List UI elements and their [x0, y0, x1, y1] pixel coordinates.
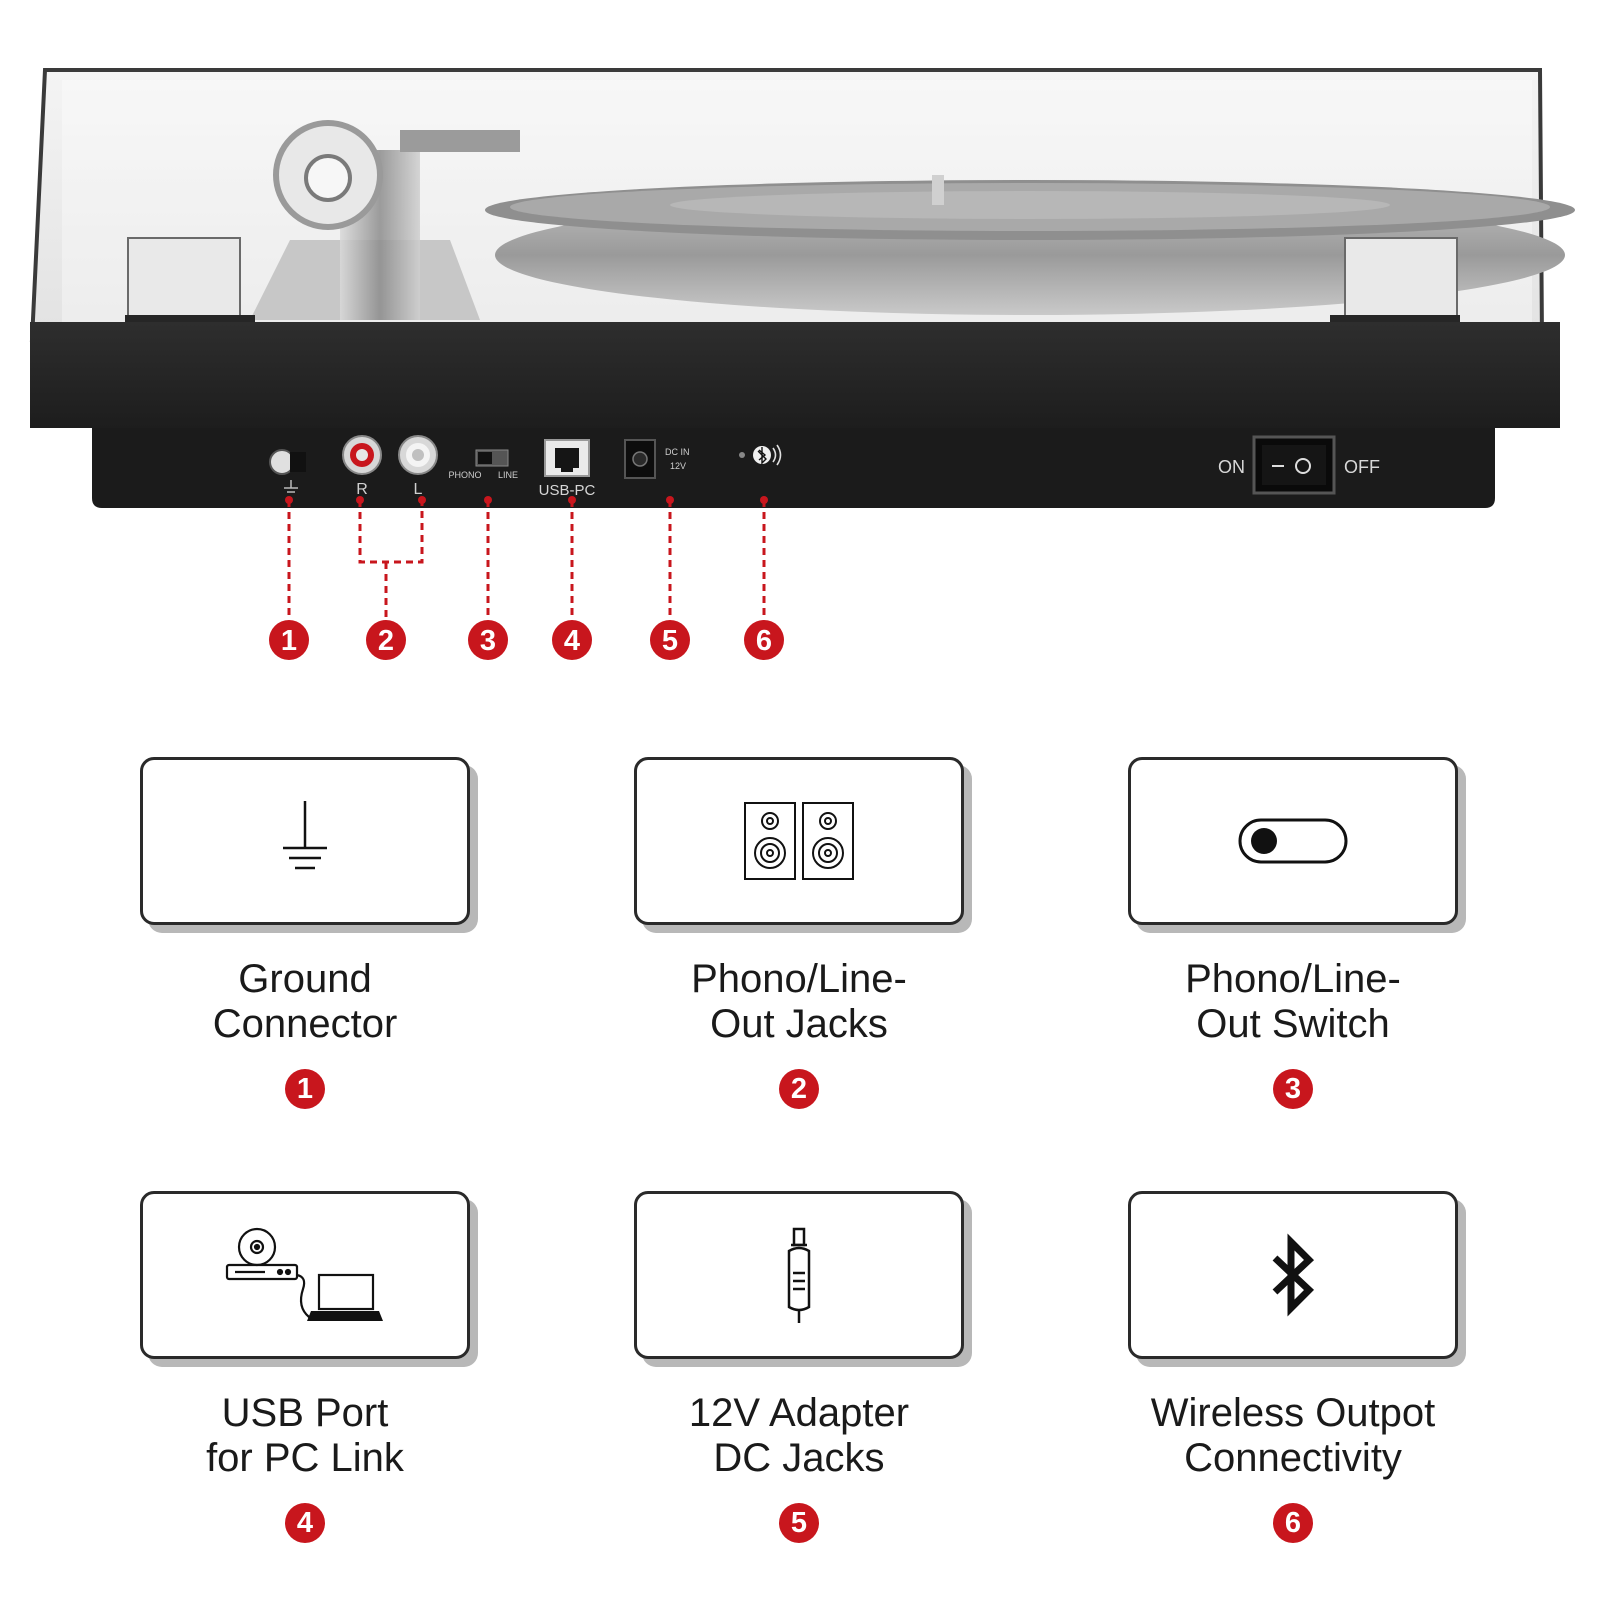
feature-title-line2: for PC Link	[206, 1436, 404, 1480]
feature-number-badge: 6	[1273, 1503, 1313, 1543]
feature-card	[634, 757, 964, 925]
speakers-icon	[744, 802, 854, 880]
feature-caption: Phono/Line- Out Jacks	[634, 957, 964, 1047]
ground-terminal	[269, 449, 306, 493]
callout-badge-5	[650, 620, 690, 660]
feature-caption: Wireless Outpot Connectivity	[1128, 1391, 1458, 1481]
power-switch: ON OFF	[1218, 435, 1380, 495]
feature-number-badge: 2	[779, 1069, 819, 1109]
feature-number-badge: 3	[1273, 1069, 1313, 1109]
feature-title-line2: Out Jacks	[710, 1002, 888, 1046]
rca-jacks: R L	[342, 435, 438, 498]
feature-title-line2: Out Switch	[1196, 1002, 1390, 1046]
bluetooth-led	[739, 444, 782, 466]
dc-label-2: 12V	[670, 461, 686, 471]
feature-caption: Phono/Line- Out Switch	[1128, 957, 1458, 1047]
feature-wireless: Wireless Outpot Connectivity 6	[1128, 1191, 1468, 1543]
feature-usb-port: USB Port for PC Link 4	[140, 1191, 480, 1543]
feature-caption: 12V Adapter DC Jacks	[634, 1391, 964, 1481]
feature-dc-jack: 12V Adapter DC Jacks 5	[634, 1191, 974, 1543]
feature-card	[634, 1191, 964, 1359]
feature-number-badge: 4	[285, 1503, 325, 1543]
feature-title-line1: USB Port	[221, 1391, 389, 1435]
feature-title-line2: Connector	[212, 1002, 398, 1046]
toggle-switch-icon	[1238, 818, 1348, 864]
feature-title-line1: Wireless Outpot	[1150, 1391, 1436, 1435]
dc-jack: DC IN 12V	[624, 439, 690, 479]
dc-plug-icon	[787, 1227, 811, 1323]
callout-leaders	[287, 500, 766, 620]
feature-line-out-switch: Phono/Line- Out Switch 3	[1128, 757, 1468, 1109]
callout-badge-6	[744, 620, 784, 660]
callout-number-2: 2	[378, 625, 394, 657]
callout-badge-2	[366, 620, 406, 660]
feature-card	[140, 1191, 470, 1359]
bluetooth-icon	[1272, 1233, 1315, 1317]
usb-label: USB-PC	[539, 482, 596, 499]
feature-title-line1: 12V Adapter	[688, 1391, 910, 1435]
callout-number-4: 4	[564, 625, 580, 657]
feature-line-out-jacks: Phono/Line- Out Jacks 2	[634, 757, 974, 1109]
power-on-label: ON	[1218, 457, 1245, 477]
feature-number-badge: 5	[779, 1503, 819, 1543]
ground-icon	[283, 801, 327, 870]
callout-number-5: 5	[662, 625, 678, 657]
feature-card	[140, 757, 470, 925]
feature-number-badge: 1	[285, 1069, 325, 1109]
pc-link-icon	[225, 1227, 383, 1321]
dc-label-1: DC IN	[665, 447, 690, 457]
callout-number-3: 3	[480, 625, 496, 657]
feature-caption: Ground Connector	[140, 957, 470, 1047]
feature-title-line1: Ground	[238, 957, 372, 1001]
callout-number-1: 1	[281, 625, 297, 657]
feature-ground: Ground Connector 1	[140, 757, 480, 1109]
callout-badge-4	[552, 620, 592, 660]
usb-port: USB-PC	[539, 439, 596, 499]
callout-badge-1	[269, 620, 309, 660]
feature-title-line2: DC Jacks	[713, 1436, 885, 1480]
feature-title-line1: Phono/Line-	[1185, 957, 1401, 1001]
jack-l-label: L	[414, 481, 423, 498]
switch-line-label: LINE	[498, 470, 518, 480]
feature-caption: USB Port for PC Link	[140, 1391, 470, 1481]
turntable-rear-view: R L PHONO LINE USB-PC DC IN 12V ON OFF	[29, 68, 1575, 660]
feature-title-line2: Connectivity	[1184, 1436, 1402, 1480]
power-off-label: OFF	[1344, 457, 1380, 477]
feature-title-line1: Phono/Line-	[691, 957, 907, 1001]
feature-card	[1128, 757, 1458, 925]
callout-badge-3	[468, 620, 508, 660]
switch-phono-label: PHONO	[448, 470, 481, 480]
jack-r-label: R	[356, 481, 368, 498]
phono-line-switch: PHONO LINE	[448, 449, 518, 480]
feature-card	[1128, 1191, 1458, 1359]
callout-number-6: 6	[756, 625, 772, 657]
